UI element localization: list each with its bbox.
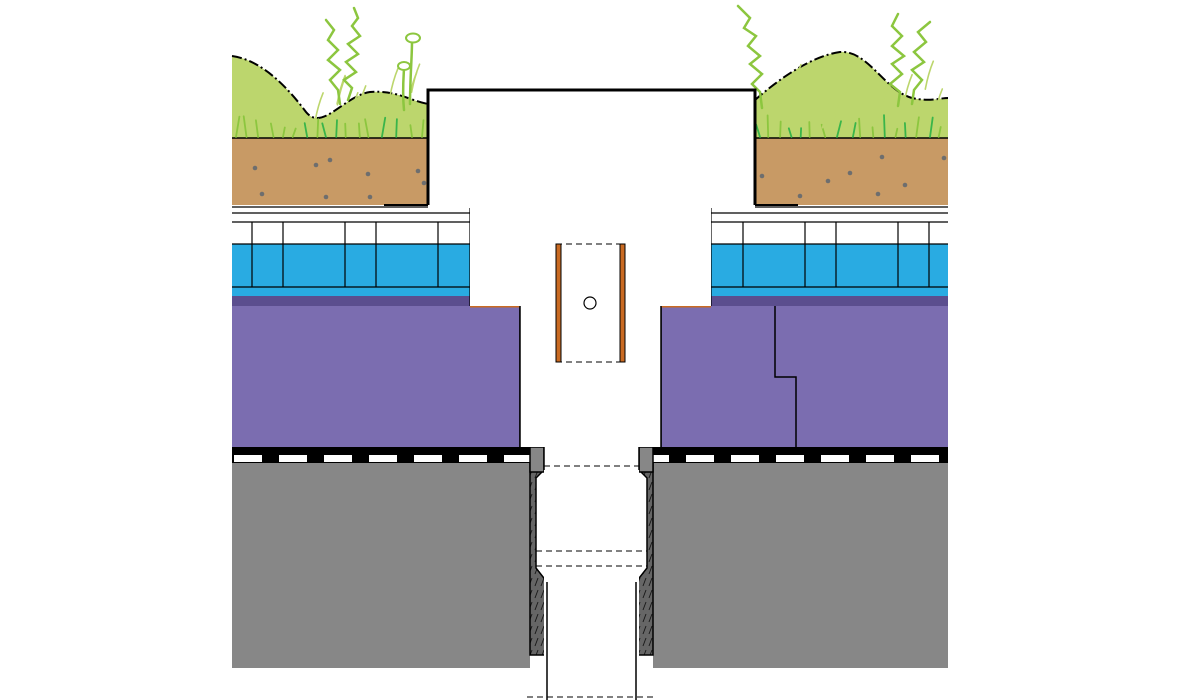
grass-blade <box>270 122 275 138</box>
grass-blade <box>258 88 268 119</box>
substrate-particle <box>365 171 371 177</box>
vapour-barrier-check <box>911 455 939 462</box>
grass-blade <box>335 119 338 138</box>
drain-extension-sleeve-overlay <box>527 243 656 700</box>
grass-blade <box>871 126 875 138</box>
grass-blade <box>303 122 309 138</box>
substrate-particle <box>875 191 881 197</box>
grass-blade <box>255 119 259 138</box>
substrate-particle <box>759 173 765 179</box>
grass-blade <box>358 122 361 138</box>
grass-blade <box>409 124 413 138</box>
grass-blade <box>852 122 857 138</box>
grass-blade <box>876 97 887 128</box>
grass-blade <box>903 73 913 104</box>
grass-blade <box>282 126 286 138</box>
grass-blade <box>933 88 944 118</box>
substrate-particle <box>879 154 885 160</box>
grass-blade <box>832 95 842 125</box>
grass-blade <box>321 122 327 138</box>
substrate-particle <box>323 194 329 200</box>
vapour-barrier-check <box>279 455 307 462</box>
flower-head-1 <box>397 61 411 71</box>
grass-blade <box>877 90 887 120</box>
grass-blade <box>381 116 387 138</box>
grass-blade <box>291 127 297 138</box>
fern-left-2 <box>324 18 342 106</box>
substrate-particle <box>825 178 831 184</box>
substrate-particle <box>415 168 421 174</box>
substrate-particle <box>252 165 258 171</box>
substrate-particle <box>902 182 908 188</box>
flower-stem-2 <box>408 40 414 106</box>
grass-blade <box>235 115 241 138</box>
vapour-barrier-check <box>641 455 669 462</box>
substrate-particle <box>367 194 373 200</box>
grass-blade <box>766 114 770 138</box>
grass-blade <box>792 63 802 94</box>
grass-blade <box>314 92 324 122</box>
substrate-particle <box>797 193 803 199</box>
vapour-barrier-check <box>504 455 532 462</box>
vapour-barrier-check <box>459 455 487 462</box>
grass-blade <box>820 123 827 138</box>
inspection-chamber <box>426 88 757 700</box>
growing-substrate <box>232 138 948 206</box>
vapour-barrier-check <box>821 455 849 462</box>
vapour-barrier-check <box>414 455 442 462</box>
grass-blade <box>421 119 425 138</box>
grass-blade <box>836 120 842 138</box>
grass-blade <box>883 114 886 138</box>
concrete-slab <box>232 463 948 668</box>
substrate-particle <box>327 157 333 163</box>
fern-left-1 <box>342 6 362 102</box>
grass-blade <box>395 118 398 138</box>
grass-blade <box>904 122 907 138</box>
fern-right-2 <box>888 12 907 108</box>
vapour-barrier-check <box>324 455 352 462</box>
vapour-barrier-check <box>776 455 804 462</box>
grass-blade <box>364 118 370 138</box>
grass-blade <box>894 127 899 138</box>
fern-right-1 <box>736 4 764 110</box>
flower-stem-1 <box>401 66 406 112</box>
grass-blade <box>410 63 421 93</box>
substrate-particle <box>421 180 427 186</box>
vapour-barrier-check <box>234 455 262 462</box>
grass-blade <box>344 122 347 138</box>
vegetation <box>231 4 949 139</box>
grass-blade <box>787 127 793 138</box>
grass-blade <box>779 120 782 138</box>
grass-blade <box>251 96 262 127</box>
grass-blade <box>242 115 248 138</box>
substrate-particle <box>941 155 947 161</box>
grass-blade <box>356 85 367 115</box>
grass-blade <box>858 117 862 138</box>
grass-blade <box>785 95 795 125</box>
filter-and-drainage-layer <box>232 205 948 306</box>
grass-blade <box>389 67 399 98</box>
grass-blade <box>821 98 832 129</box>
substrate-particle <box>313 162 319 168</box>
thermal-insulation <box>232 306 948 447</box>
vapour-barrier-check <box>369 455 397 462</box>
substrate-particle <box>847 170 853 176</box>
grass-blade <box>316 118 320 138</box>
grass-blade <box>349 92 359 122</box>
vapour-barrier-check <box>866 455 894 462</box>
grass-blade <box>929 116 934 138</box>
fern-right-3 <box>910 20 932 106</box>
grass-blade <box>924 60 935 90</box>
substrate-particle <box>259 191 265 197</box>
flower-head-2 <box>405 32 421 44</box>
vapour-barrier <box>232 446 948 473</box>
grass-blade <box>844 63 855 94</box>
vapour-barrier-check <box>686 455 714 462</box>
grass-blade <box>915 116 920 138</box>
vapour-barrier-check <box>731 455 759 462</box>
grass-blade <box>937 126 942 138</box>
